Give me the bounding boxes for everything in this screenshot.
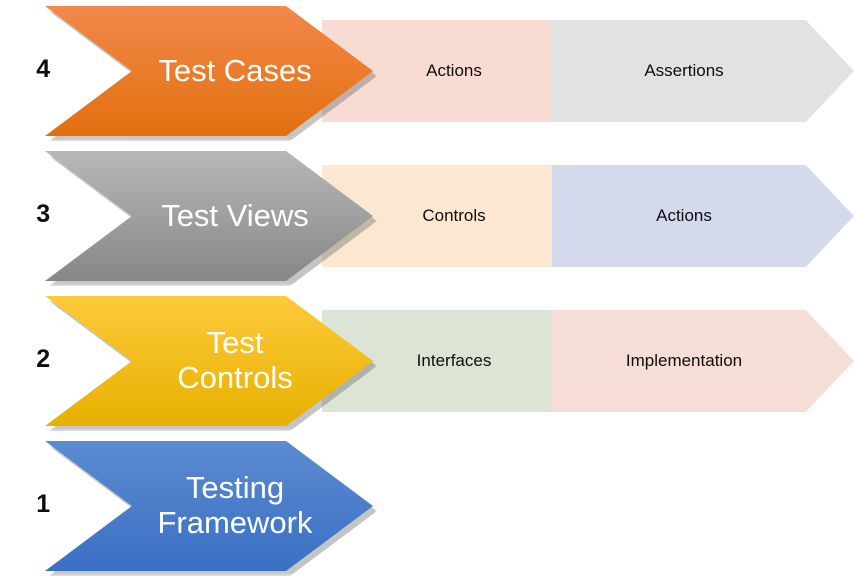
diagram-row-1: Testing Framework 1	[0, 441, 854, 576]
primary-chevron-label: Testing Framework	[157, 470, 313, 540]
secondary-chevron-label: Controls	[422, 205, 486, 225]
primary-chevron[interactable]: Testing Framework	[45, 441, 373, 571]
secondary-chevron-label: Implementation	[625, 350, 743, 370]
secondary-chevron[interactable]: Assertions	[552, 20, 854, 122]
secondary-chevron-label: Actions	[656, 205, 712, 225]
primary-chevron-label: Test Views	[161, 197, 309, 233]
diagram-row-3: Controls Actions Test Views 3	[0, 151, 854, 286]
primary-chevron-label: Test Controls	[177, 325, 293, 395]
step-number-4: 4	[36, 55, 50, 83]
secondary-chevron[interactable]: Actions	[552, 165, 854, 267]
step-number-1: 1	[36, 490, 50, 518]
primary-chevron-label: Test Cases	[158, 52, 312, 88]
secondary-chevron-label: Assertions	[644, 60, 724, 80]
diagram-row-2: Interfaces Implementation Test Controls 2	[0, 296, 854, 431]
step-number-2: 2	[36, 345, 50, 373]
diagram-row-4: Actions Assertions Test Cases 4	[0, 6, 854, 141]
step-number-3: 3	[36, 200, 50, 228]
secondary-chevron[interactable]: Implementation	[552, 310, 854, 412]
secondary-chevron-label: Actions	[426, 60, 482, 80]
secondary-chevron-label: Interfaces	[416, 350, 492, 370]
